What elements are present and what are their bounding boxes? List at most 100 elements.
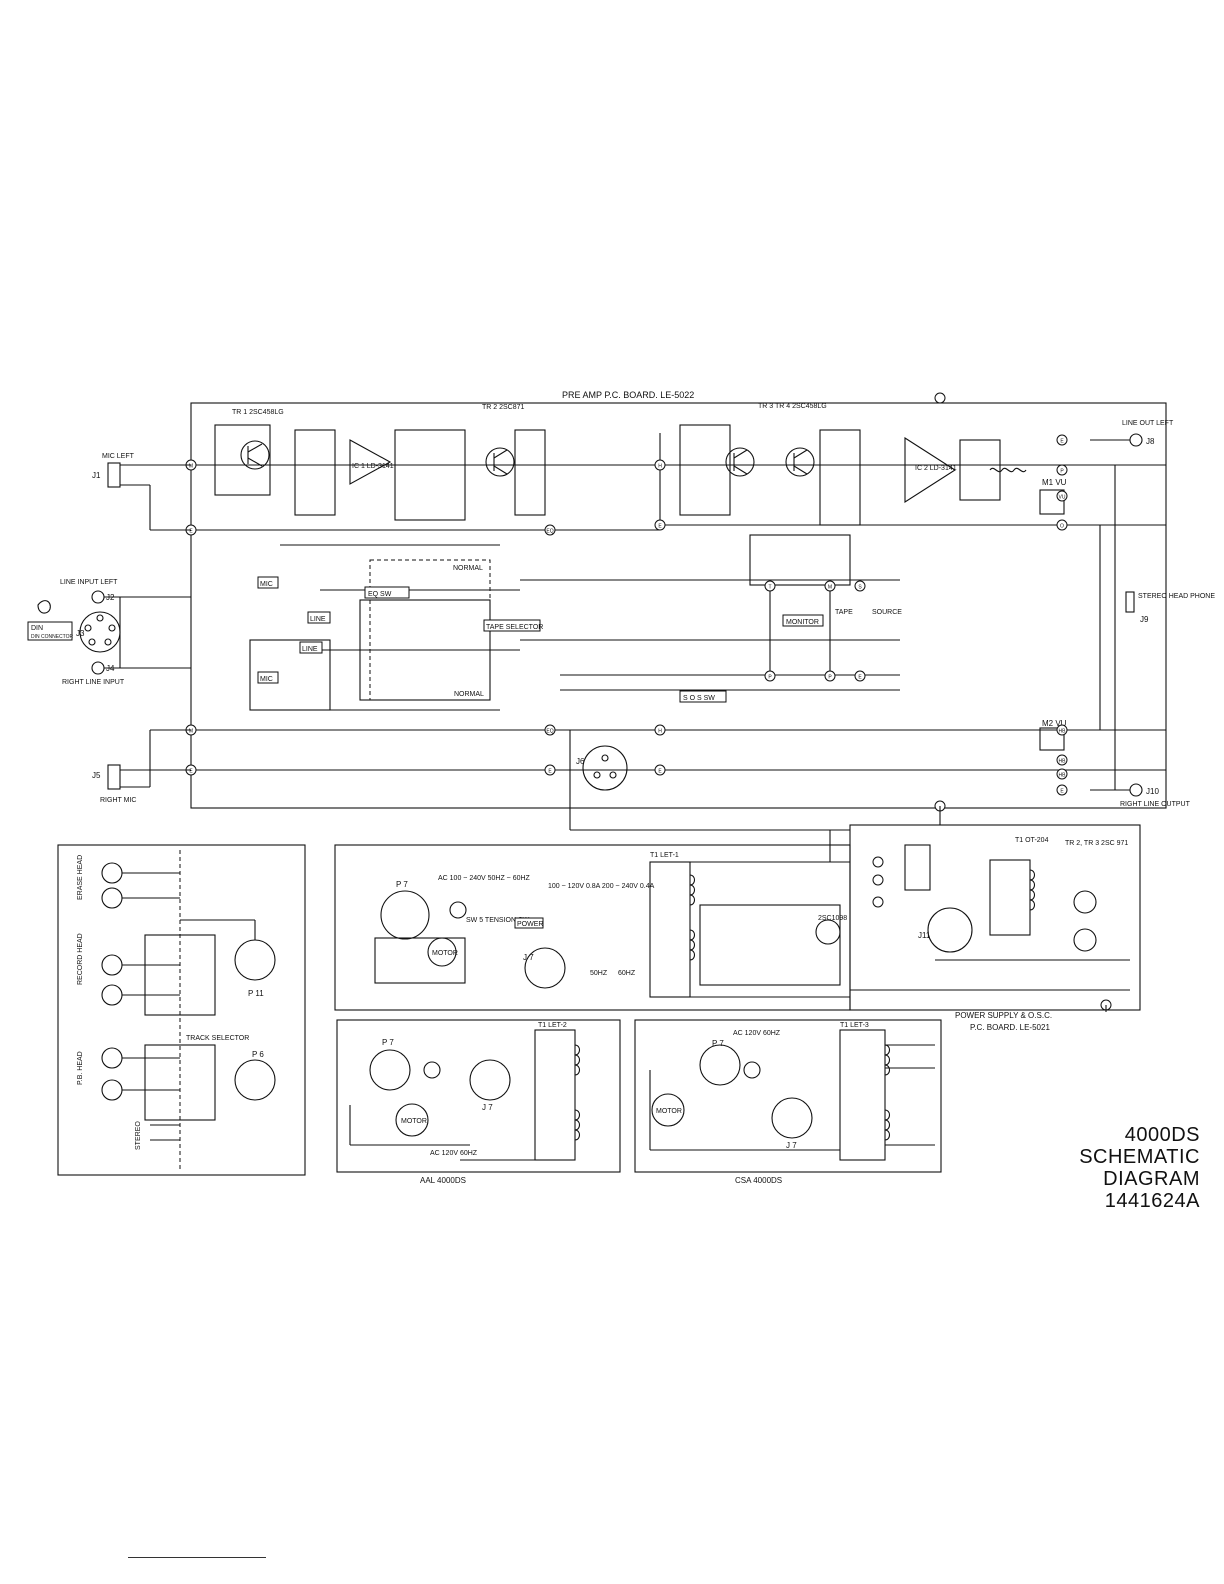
node-e3 [1056,519,1068,531]
node-letter: H [658,464,662,470]
node-h2 [654,764,666,776]
tr2-label: TR 2 2SC871 [482,404,525,411]
mic-left-label: MIC [260,581,273,588]
node-vu [1056,768,1068,780]
node-p [1056,464,1068,476]
hz60-label: 60HZ [618,970,636,977]
power-board-line2: P.C. BOARD. LE-5021 [970,1023,1050,1032]
node-letter: VU [1059,495,1066,501]
j5-label: J5 [92,771,101,780]
mic-right-label: MIC [260,676,273,683]
title-block: 4000DS SCHEMATIC DIAGRAM 1441624A [1010,1124,1200,1212]
diagram-title: SCHEMATIC DIAGRAM [1079,1146,1200,1190]
j6-label: J6 [576,757,585,766]
line-switch-left[interactable]: LINE [307,611,331,624]
aal-transformer-label: T1 LET-2 [538,1022,567,1029]
j11-label: J11 [918,931,931,940]
din-label: DIN CONNECTOR [31,634,74,640]
node-o [1056,784,1068,796]
tension-switch[interactable] [449,901,467,919]
model-number: 4000DS [1124,1124,1200,1146]
fuse-label: 100 ~ 120V 0.8A 200 ~ 240V 0.4A [548,883,655,890]
node-e2 [654,724,666,736]
drawing-number: 1441624A [1104,1190,1200,1212]
normal-label-top: NORMAL [453,565,483,572]
node-letter: E [548,769,552,775]
source-label: SOURCE [872,609,902,616]
mic-switch-right[interactable]: MIC [257,671,279,684]
meter-m1-label: M1 VU [1042,478,1067,487]
tr34-label: TR 3 TR 4 2SC458LG [758,403,827,410]
normal-label-bottom: NORMAL [454,691,484,698]
node-m [854,580,866,592]
node-h-mid [544,764,556,776]
node-m2 [854,670,866,682]
aal-caption: AAL 4000DS [420,1176,466,1185]
csa-caption: CSA 4000DS [735,1176,782,1185]
node-letter: M [828,585,832,591]
head-board: ERASE HEAD RECORD HEAD P 11 TRACK SELECT… [57,844,306,1176]
preamp-board: PRE AMP P.C. BOARD. LE-5022 [185,390,1167,831]
csa-ac-label: AC 120V 60HZ [733,1030,781,1037]
node-letter: O [1060,524,1064,530]
node-letter: E [658,524,662,530]
eq-switch[interactable]: EQ SW [364,586,410,599]
node-letter: E [1060,439,1064,445]
ic2-label: IC 2 LD-3141 [915,465,957,472]
tape-selector-label: TAPE SELECTOR [486,624,543,631]
node-letter: E [658,769,662,775]
node-eq2 [764,670,776,682]
sos-switch-label: S O S SW [683,695,715,702]
node-letter: E [189,529,193,535]
record-head-label: RECORD HEAD [77,933,84,985]
node-e-mid2 [544,724,556,736]
j11-connector [927,907,973,953]
node-letter: HB [1059,759,1067,765]
din-plug-icon [37,600,51,614]
j8-label: J8 [1146,437,1155,446]
p6-label: P 6 [252,1050,264,1059]
node-p2 [1056,490,1068,502]
stereo-head-phone-text: STEREO HEAD PHONE [1138,593,1215,600]
p11-label: P 11 [248,989,264,998]
meter-m2-label: M2 VU [1042,719,1067,728]
power-label: POWER [517,921,543,928]
node-letter: M [189,464,193,470]
tape-label: TAPE [835,609,853,616]
line-out-left-text: LINE OUT LEFT [1122,420,1174,427]
node-hb-top [934,392,946,404]
ic1-label: IC 1 LD-3141 [352,463,394,470]
mic-switch-left[interactable]: MIC [257,576,279,589]
node-letter: M [189,729,193,735]
din-connector [79,611,121,653]
input-connectors: MIC LEFT J1 LINE INPUT LEFT J2 DIN DIN C… [27,453,191,804]
node-h [654,459,666,471]
p7-connector [380,890,430,940]
line-input-left-text: LINE INPUT LEFT [60,579,118,586]
node-letter: H [658,729,662,735]
node-letter: P [768,675,772,681]
node-letter: P [828,675,832,681]
preamp-board-label: PRE AMP P.C. BOARD. LE-5022 [562,390,694,400]
tape-selector-switch[interactable]: TAPE SELECTOR [483,619,543,632]
ac-main-label: AC 100 ~ 240V 50HZ ~ 60HZ [438,875,531,882]
pb-head-label: P.B. HEAD [77,1051,84,1085]
monitor-switch[interactable]: MONITOR [782,614,824,627]
right-line-output-text: RIGHT LINE OUTPUT [1120,801,1191,808]
line-switch-right[interactable]: LINE [299,641,323,654]
power-switch[interactable]: POWER [514,917,544,929]
j10-label: J10 [1146,787,1159,796]
motor-label: MOTOR [432,950,458,957]
motor-power-section: P 7 MOTOR SW 5 TENSION SW AC 100 ~ 240V … [334,844,851,1011]
stereo-label: STEREO [135,1121,142,1150]
erase-head-label: ERASE HEAD [77,855,84,900]
node-letter: S [858,585,862,591]
csa-j7-label: J 7 [786,1141,797,1150]
node-letter: EQ [546,729,553,735]
node-letter: HB [1059,773,1067,779]
t1-label: T1 LET-1 [650,852,679,859]
sos-switch[interactable]: S O S SW [679,690,727,703]
aal-ac-label: AC 120V 60HZ [430,1150,478,1157]
j8-jack [1129,433,1143,447]
